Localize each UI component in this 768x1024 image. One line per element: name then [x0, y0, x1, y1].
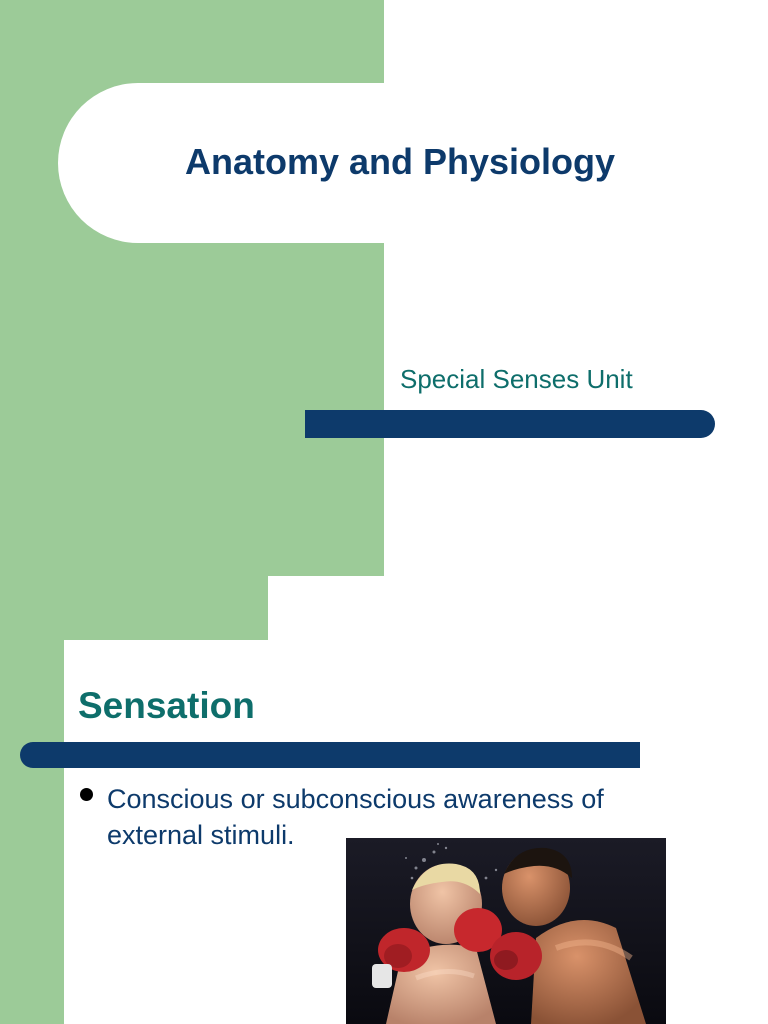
green-panel-top — [0, 576, 268, 640]
title-band-pill — [58, 83, 398, 243]
subtitle-underline-bar — [305, 410, 715, 438]
green-panel-left — [0, 576, 64, 1024]
heading-underline-bar — [20, 742, 640, 768]
boxing-photo — [346, 838, 666, 1024]
slide-title: Anatomy and Physiology — [184, 141, 616, 182]
boxing-photo-icon — [346, 838, 666, 1024]
bullet-icon — [80, 788, 93, 801]
title-slide: Anatomy and Physiology Special Senses Un… — [0, 0, 768, 576]
bullet-text: Conscious or subconscious awareness of e… — [107, 784, 604, 850]
title-band-right — [384, 83, 768, 243]
content-slide: Sensation Conscious or subconscious awar… — [0, 576, 768, 1024]
slide-heading: Sensation — [78, 685, 255, 726]
slide-subtitle: Special Senses Unit — [400, 364, 633, 394]
